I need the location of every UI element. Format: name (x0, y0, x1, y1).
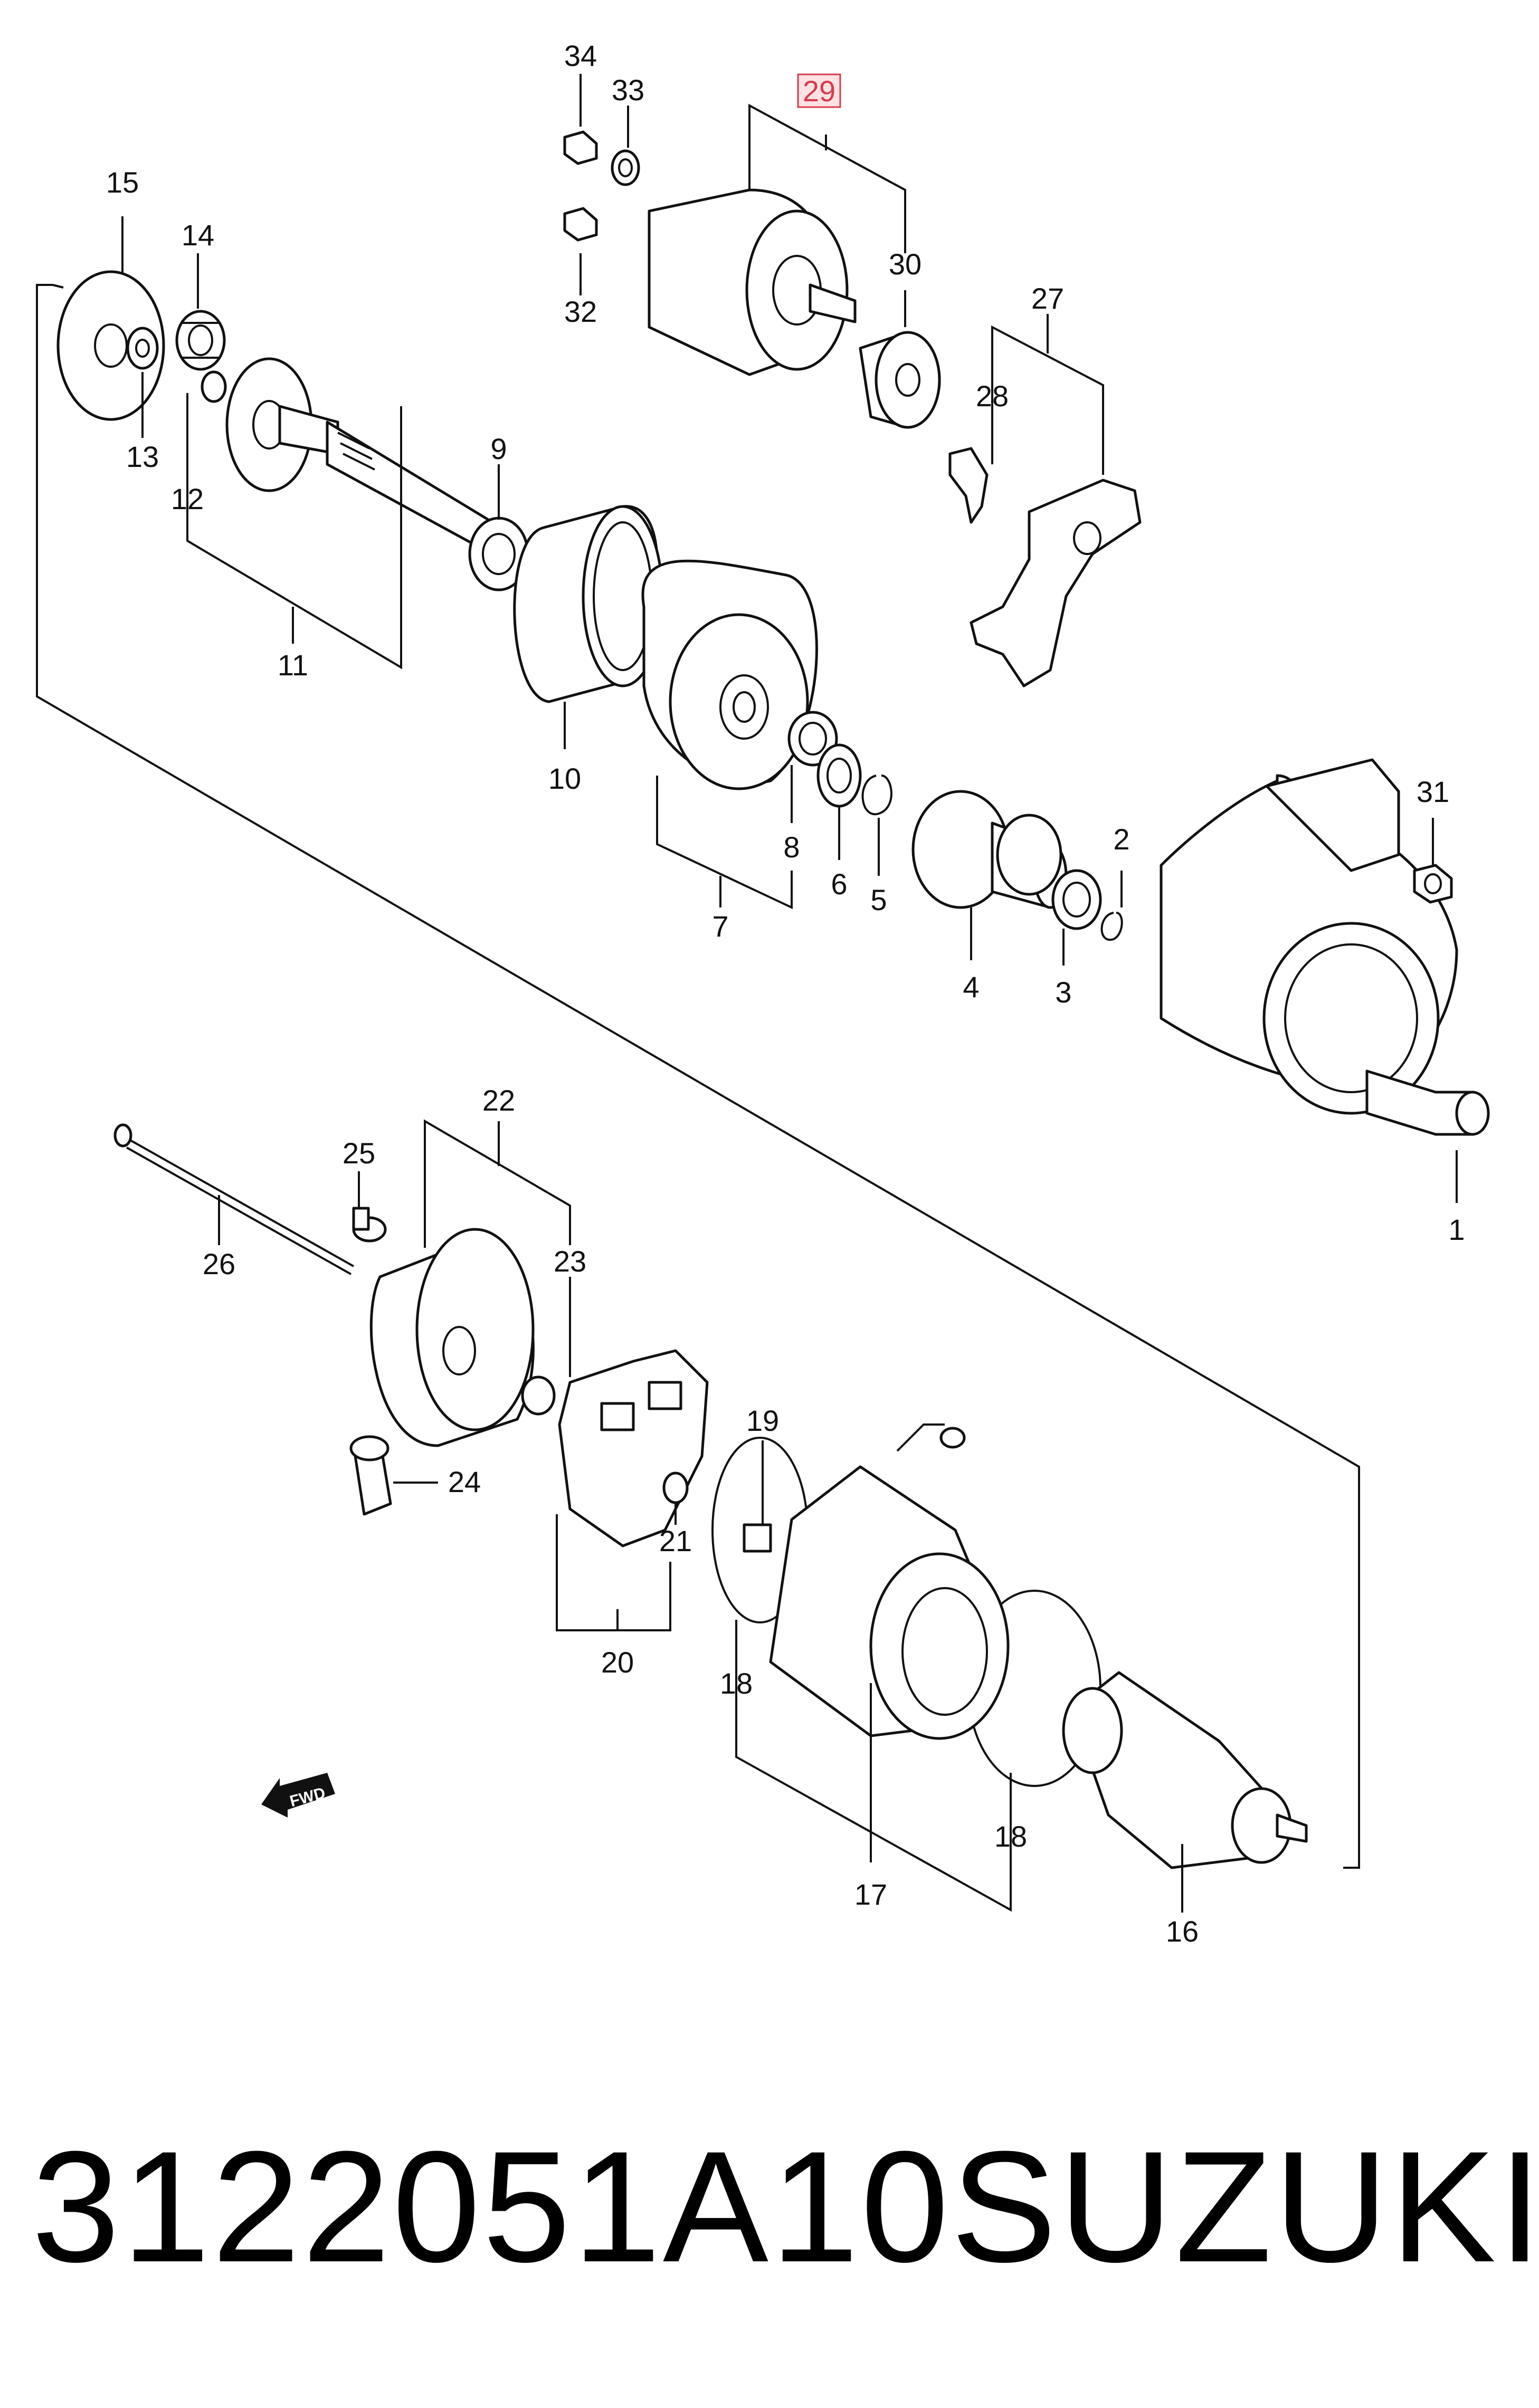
part-28-pin (948, 447, 989, 524)
leader-lines (121, 74, 1458, 1913)
assembly-outline (36, 284, 1360, 1869)
part-24-bushing (349, 1435, 392, 1516)
label-34: 34 (564, 39, 597, 72)
label-14: 14 (182, 218, 214, 252)
exploded-parts-diagram: FWD (36, 39, 1490, 1948)
label-21: 21 (659, 1524, 692, 1557)
part-12-collar (201, 370, 227, 403)
part-25-screw (352, 1207, 387, 1243)
part-11-shaft (225, 357, 503, 561)
label-16: 16 (1166, 1915, 1199, 1948)
part-13-washer (126, 327, 159, 370)
label-29: 29 (803, 74, 835, 108)
label-25: 25 (343, 1136, 375, 1170)
label-7: 7 (712, 910, 728, 943)
part-33-washer (611, 149, 640, 186)
label-19: 19 (746, 1404, 779, 1437)
part-27-lever (970, 479, 1142, 687)
label-31: 31 (1417, 775, 1449, 808)
fwd-arrow-icon: FWD (261, 1773, 335, 1818)
part-14-bearing (175, 310, 226, 371)
label-18-left: 18 (720, 1667, 753, 1700)
label-22: 22 (482, 1084, 515, 1117)
part-16-armature (1062, 1671, 1308, 1869)
label-20: 20 (601, 1646, 634, 1679)
label-30: 30 (889, 247, 922, 281)
label-12: 12 (171, 482, 204, 515)
part-21-spring (662, 1471, 689, 1504)
label-26: 26 (203, 1247, 235, 1281)
part-22-rear-cover (369, 1228, 535, 1447)
part-6-washer (816, 743, 862, 808)
label-4: 4 (963, 970, 979, 1004)
label-24: 24 (448, 1465, 481, 1498)
part-2-clip (1100, 912, 1123, 941)
label-1: 1 (1448, 1213, 1465, 1246)
label-10: 10 (548, 762, 581, 795)
label-27: 27 (1031, 282, 1064, 315)
part-34-nut (563, 130, 598, 165)
part-5-snap-ring (861, 775, 892, 815)
label-17: 17 (854, 1878, 887, 1911)
brand-name: SUZUKI (951, 2118, 1539, 2295)
part-15-plate (56, 270, 165, 421)
part-number: 3122051A10 (32, 2118, 951, 2295)
part-4-pinion (911, 790, 1068, 909)
part-31-nut (1413, 864, 1453, 904)
highlight-box-29 (797, 73, 841, 108)
label-33: 33 (612, 73, 644, 107)
part-17-yoke (769, 1423, 1010, 1740)
part-29-solenoid (648, 188, 857, 376)
label-9: 9 (490, 432, 507, 465)
label-32: 32 (564, 295, 597, 328)
part-7-bracket (641, 559, 818, 790)
label-5: 5 (870, 883, 887, 916)
label-23: 23 (554, 1245, 586, 1278)
label-3: 3 (1055, 976, 1071, 1009)
part-30-plunger (859, 331, 941, 429)
part-26-through-bolt (113, 1123, 354, 1275)
label-13: 13 (126, 440, 159, 473)
footer-caption: 3122051A10 SUZUKI (0, 2005, 1539, 2408)
part-20-brush-holder (558, 1349, 709, 1547)
part-1-front-housing (1160, 758, 1490, 1136)
label-11: 11 (278, 648, 308, 682)
part-3-collar (1051, 869, 1102, 930)
label-2: 2 (1113, 823, 1129, 856)
part-10-internal-gear (513, 505, 664, 703)
label-28: 28 (976, 379, 1009, 413)
part-19-terminal (743, 1523, 772, 1553)
part-32-nut (563, 207, 598, 242)
label-6: 6 (831, 867, 847, 901)
part-23-grommet (521, 1375, 556, 1416)
label-15: 15 (106, 166, 139, 199)
label-18-right: 18 (994, 1820, 1027, 1853)
label-8: 8 (783, 830, 800, 864)
part-labels: 34 33 29 30 32 27 28 15 14 13 12 11 9 10… (106, 39, 1465, 1948)
